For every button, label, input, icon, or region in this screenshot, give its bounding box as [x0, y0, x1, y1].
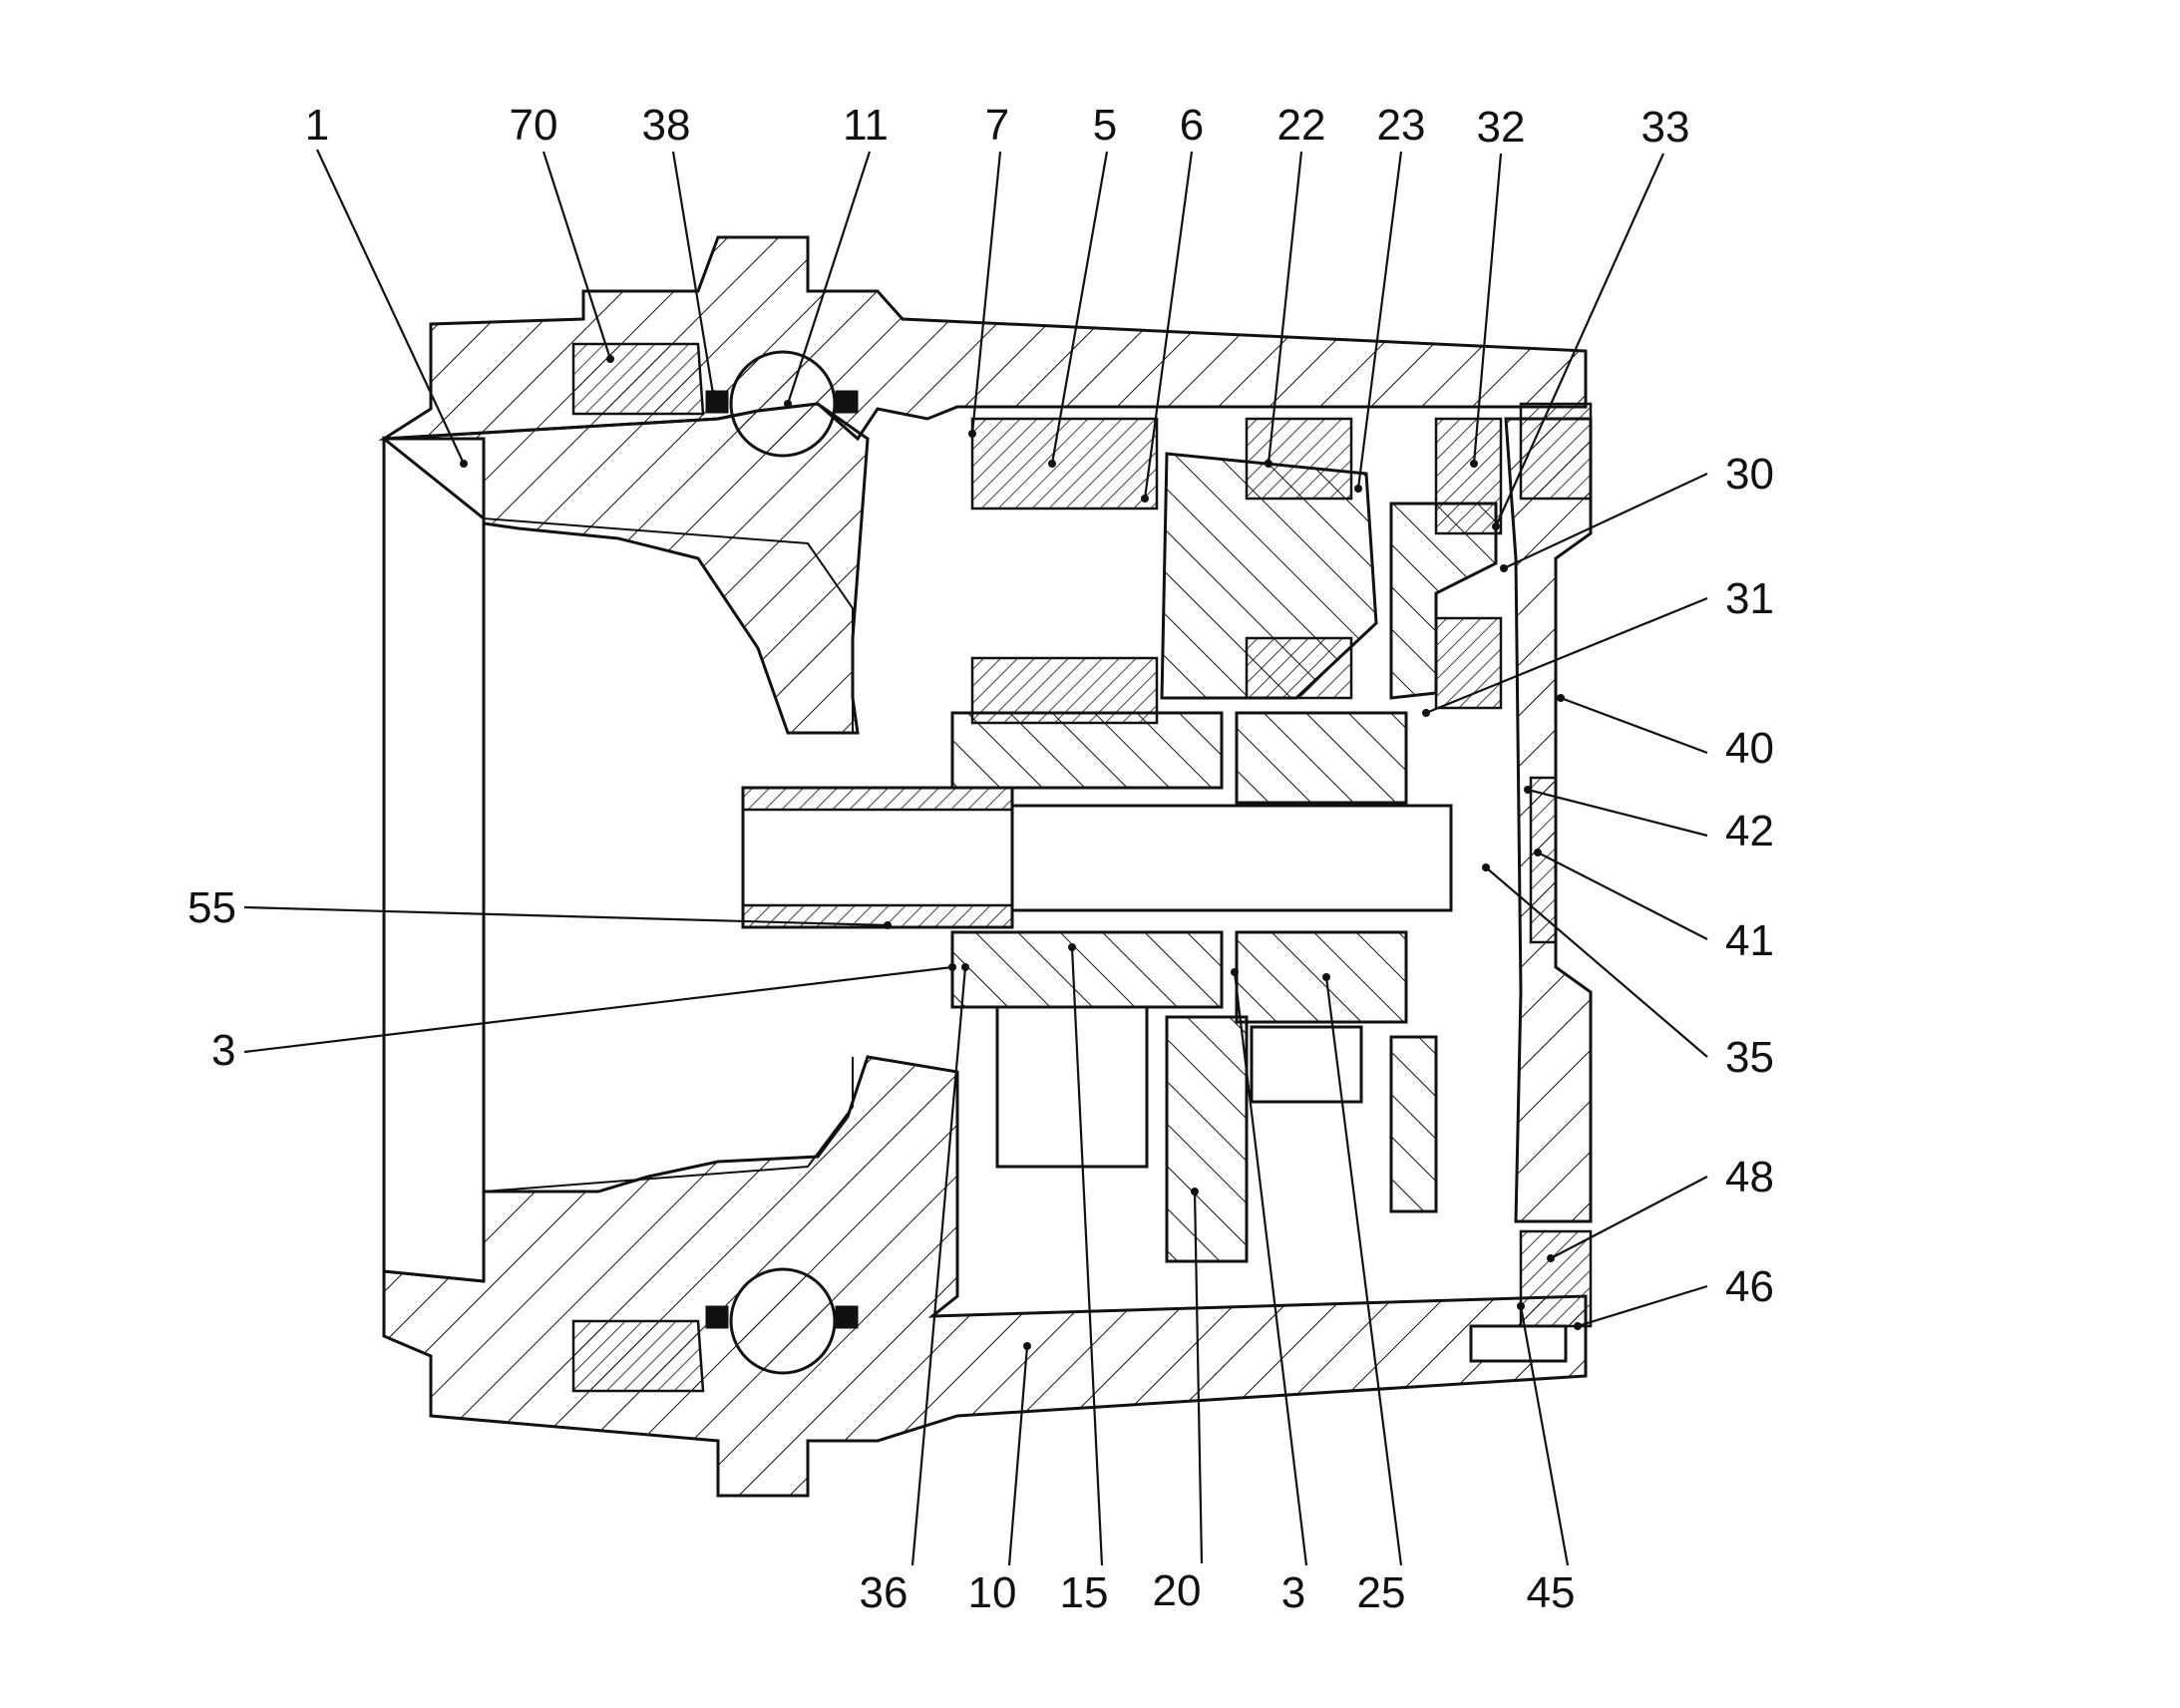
leader-dot-top-1: [606, 355, 614, 363]
leader-dot-right-7: [1574, 1322, 1582, 1330]
leader-dot-bottom-5: [1322, 973, 1330, 981]
leader-dot-top-8: [1354, 485, 1362, 493]
leader-line-top-7: [1267, 151, 1303, 465]
leader-lines: [243, 149, 1708, 1566]
reference-label-right-1: 31: [1725, 574, 1774, 623]
reference-label-right-6: 48: [1725, 1153, 1774, 1201]
reference-label-right-3: 42: [1725, 807, 1774, 855]
reference-label-top-3: 11: [843, 101, 889, 150]
reference-label-right-4: 41: [1725, 916, 1774, 965]
leader-line-top-6: [1143, 151, 1194, 500]
leader-line-top-0: [316, 149, 465, 465]
end-cover: [1469, 402, 1593, 1363]
reference-label-right-7: 46: [1725, 1262, 1774, 1311]
leader-dot-right-3: [1524, 786, 1532, 794]
leader-dot-top-5: [1048, 460, 1056, 468]
leader-line-top-4: [970, 151, 1002, 435]
inner-bore: [382, 435, 854, 1283]
reference-label-top-4: 7: [985, 101, 1009, 150]
leader-dot-left-1: [948, 963, 956, 971]
leader-dot-top-2: [709, 390, 717, 398]
planet-carrier: [1160, 452, 1498, 1263]
leader-line-right-1: [1425, 596, 1708, 715]
reference-label-left-0: 55: [187, 883, 236, 932]
leader-dot-top-4: [968, 430, 976, 438]
leader-line-bottom-0: [910, 966, 967, 1566]
leader-line-bottom-4: [1233, 971, 1308, 1566]
leader-dot-right-0: [1500, 564, 1508, 572]
leader-dot-left-0: [884, 921, 892, 929]
gear-stages: [950, 711, 1408, 1169]
reference-label-top-8: 23: [1377, 101, 1426, 150]
leader-dot-bottom-4: [1231, 968, 1239, 976]
reference-label-bottom-0: 36: [860, 1568, 908, 1617]
bearings: [571, 342, 1503, 1393]
leader-line-right-4: [1537, 852, 1708, 940]
leader-line-bottom-3: [1193, 1191, 1204, 1564]
reference-label-top-2: 38: [642, 101, 691, 150]
leader-dot-right-1: [1422, 709, 1430, 717]
reference-labels: 1 70 38 11 7 5 6 22 23 32 33 30 31 40 42 41 35 48 46 55 3 36 1…: [187, 101, 1774, 1617]
leader-line-bottom-5: [1324, 976, 1403, 1566]
leader-dot-top-3: [784, 400, 792, 408]
shaft: [741, 786, 1453, 929]
leader-dot-bottom-2: [1068, 943, 1076, 951]
leader-line-top-5: [1050, 151, 1109, 465]
leader-dot-bottom-1: [1023, 1342, 1031, 1350]
leader-line-left-0: [243, 905, 889, 927]
reference-label-top-6: 6: [1180, 101, 1204, 150]
reference-label-bottom-1: 10: [968, 1568, 1017, 1617]
reference-label-top-0: 1: [305, 101, 329, 150]
leader-line-right-6: [1550, 1176, 1708, 1259]
leader-dot-right-2: [1557, 694, 1565, 702]
leader-line-right-5: [1485, 866, 1708, 1058]
reference-label-bottom-4: 3: [1281, 1568, 1305, 1617]
reference-label-top-10: 33: [1641, 103, 1690, 152]
leader-line-bottom-1: [1007, 1345, 1029, 1566]
reference-label-right-0: 30: [1725, 450, 1774, 499]
leader-dot-top-6: [1141, 495, 1149, 503]
reference-label-right-5: 35: [1725, 1033, 1774, 1082]
reference-label-top-1: 70: [510, 101, 558, 150]
leader-dot-top-0: [460, 460, 468, 468]
leader-line-top-2: [671, 151, 715, 395]
leader-line-top-10: [1494, 153, 1665, 527]
leader-line-bottom-6: [1519, 1305, 1570, 1566]
reference-label-top-9: 32: [1477, 103, 1526, 152]
reference-label-right-2: 40: [1725, 724, 1774, 773]
reference-label-bottom-2: 15: [1060, 1568, 1109, 1617]
leader-line-top-3: [786, 151, 872, 405]
leader-line-right-3: [1527, 788, 1708, 838]
leader-line-top-9: [1472, 153, 1503, 465]
leader-line-top-8: [1356, 151, 1403, 490]
leader-dot-right-5: [1482, 863, 1490, 871]
leader-line-bottom-2: [1070, 946, 1104, 1566]
leader-line-right-2: [1560, 696, 1708, 755]
leader-line-right-0: [1503, 473, 1708, 569]
leader-line-left-1: [243, 965, 953, 1054]
leader-dot-bottom-0: [961, 963, 969, 971]
reference-label-bottom-6: 45: [1527, 1568, 1576, 1617]
leader-line-top-1: [542, 151, 612, 360]
leader-dot-right-4: [1534, 849, 1542, 856]
leader-dot-bottom-6: [1517, 1302, 1525, 1310]
leader-dot-top-10: [1492, 522, 1500, 530]
leader-line-right-7: [1577, 1284, 1708, 1328]
reference-label-top-5: 5: [1093, 101, 1117, 150]
reference-label-bottom-5: 25: [1357, 1568, 1406, 1617]
leader-dot-right-6: [1547, 1254, 1555, 1262]
reference-label-bottom-3: 20: [1153, 1566, 1202, 1615]
reference-label-left-1: 3: [211, 1026, 235, 1075]
leader-dot-bottom-3: [1191, 1188, 1199, 1196]
reference-label-top-7: 22: [1277, 101, 1326, 150]
leader-dot-top-7: [1265, 460, 1272, 468]
leader-dot-top-9: [1470, 460, 1478, 468]
